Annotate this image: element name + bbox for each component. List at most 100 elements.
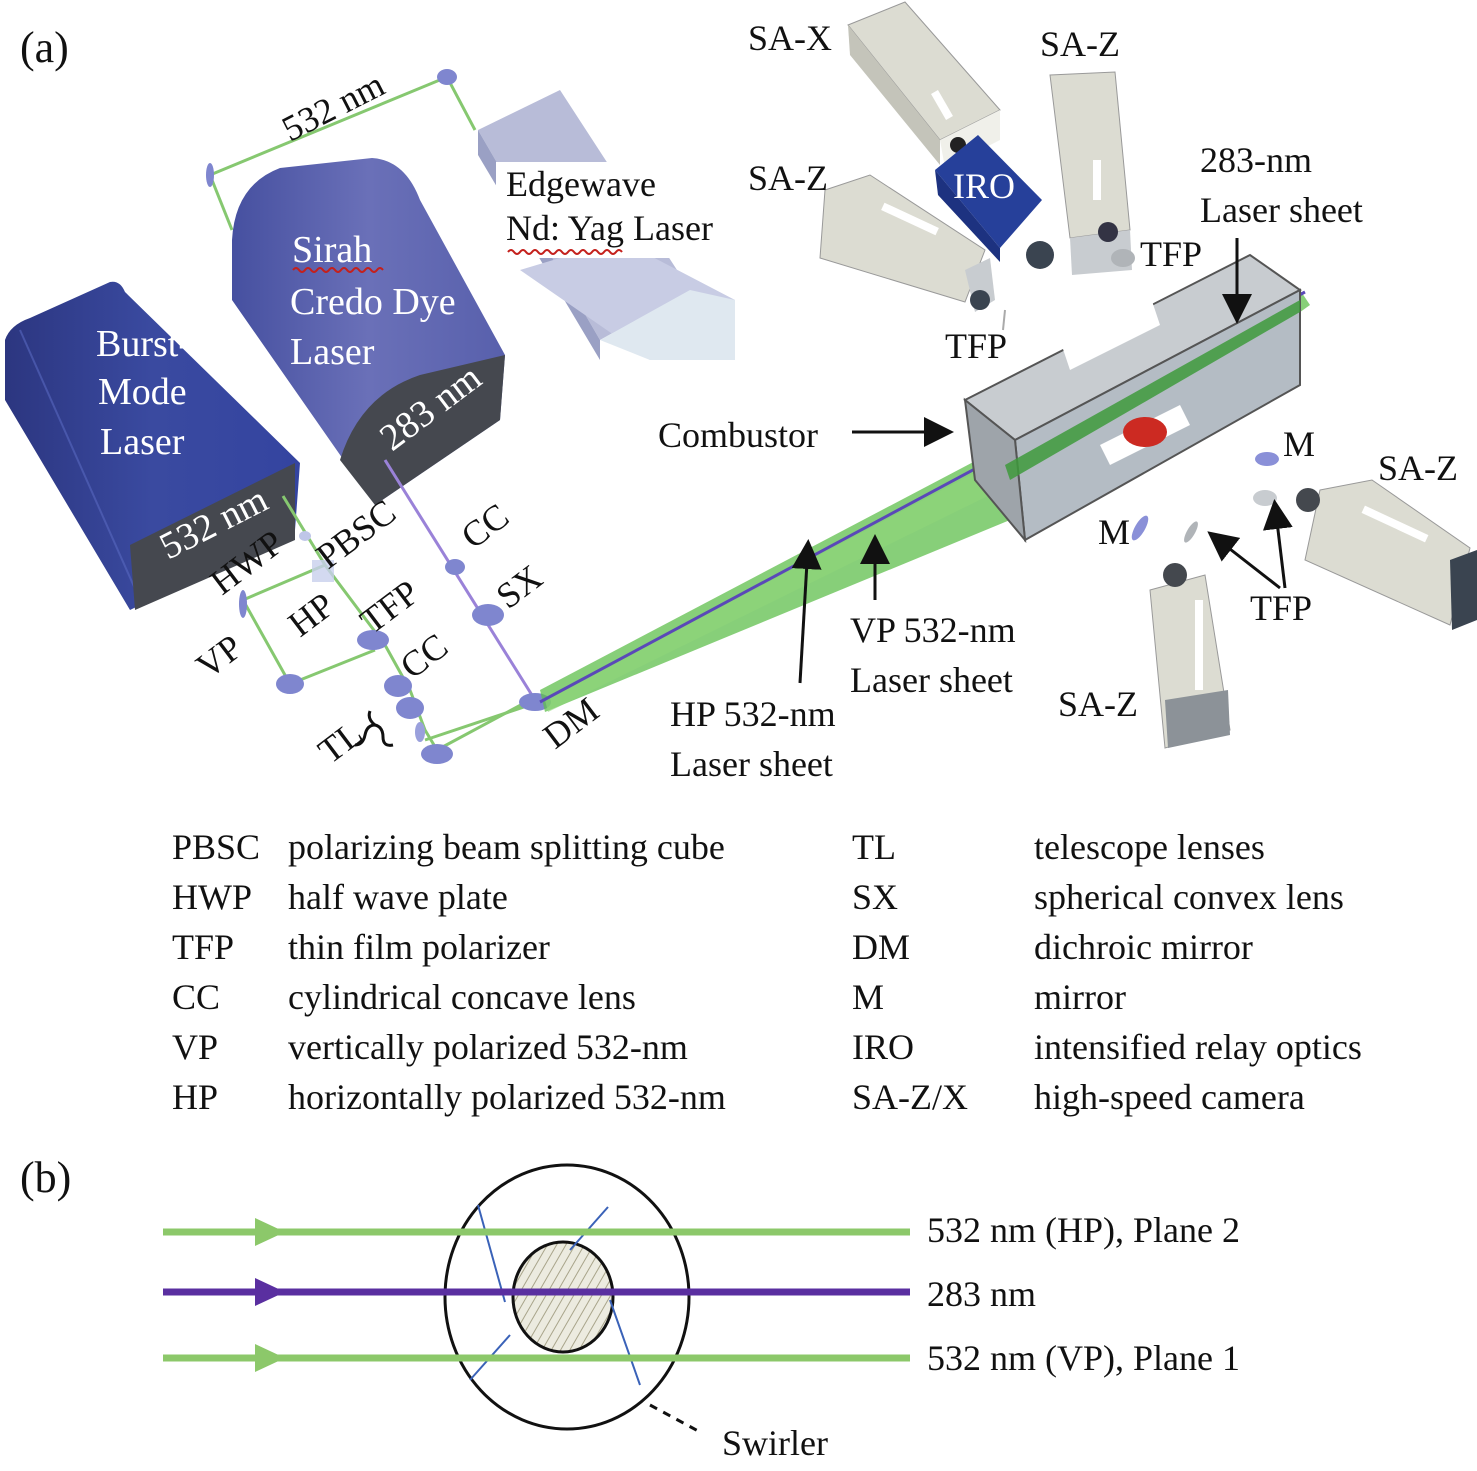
legend-abbr: TFP (172, 927, 235, 967)
sheet-hp-label-line2: Laser sheet (670, 744, 833, 784)
legend-desc: cylindrical concave lens (288, 977, 636, 1017)
camera-sa-z-bottom (1149, 563, 1231, 749)
flame-icon (1123, 417, 1167, 447)
edgewave-label-line1: Edgewave (506, 164, 656, 204)
sirah-label-line2: Credo Dye (290, 281, 456, 323)
camera-sa-z-right (1296, 479, 1477, 630)
cam-sa-z-right-label: SA-Z (1378, 448, 1458, 488)
cam-sa-z-left-label: SA-Z (748, 158, 828, 198)
tfp-icon (1184, 521, 1198, 543)
legend-desc: horizontally polarized 532-nm (288, 1077, 726, 1117)
legend-desc: dichroic mirror (1034, 927, 1253, 967)
legend-abbr: SX (852, 877, 899, 917)
sheet-283-label-line1: 283-nm (1200, 140, 1312, 180)
sheet-vp-label-line1: VP 532-nm (850, 610, 1016, 650)
legend-abbr: VP (172, 1027, 219, 1067)
camera-sa-z-top (1049, 71, 1132, 275)
legend-desc: thin film polarizer (288, 927, 550, 967)
sheet-hp-arrow (791, 539, 822, 684)
lens-icon (1098, 222, 1118, 242)
label-hp: HP (281, 585, 342, 645)
legend-desc: telescope lenses (1034, 827, 1265, 867)
mirror-icon (276, 674, 304, 694)
legend-abbr: DM (852, 927, 911, 967)
tfp-icon (1253, 490, 1277, 506)
m-upper-label: M (1283, 424, 1315, 464)
lens-icon (1296, 488, 1320, 512)
legend-desc: polarizing beam splitting cube (288, 827, 725, 867)
lens-icon (970, 290, 990, 310)
beam-label-vp: 532 nm (VP), Plane 1 (927, 1338, 1240, 1378)
burst-label-line2: Mode (98, 371, 187, 413)
panel-a-label: (a) (20, 23, 69, 72)
tfp-icon (1002, 309, 1006, 331)
legend-abbr: HWP (172, 877, 252, 917)
label-vp: VP (189, 627, 250, 687)
legend-abbr: PBSC (172, 827, 261, 867)
tfp-top-left-label: TFP (945, 326, 1007, 366)
tfp-arrow (1262, 499, 1293, 589)
combustor (963, 253, 1302, 544)
edgewave-laser (478, 90, 746, 360)
m-lower-label: M (1098, 512, 1130, 552)
label-tfp: TFP (353, 572, 427, 641)
legend-abbr: SA-Z/X (852, 1077, 968, 1117)
mirror-icon (1131, 515, 1149, 541)
spellcheck-underline (507, 249, 623, 255)
pump-beam-path (206, 69, 477, 231)
swirler-label: Swirler (722, 1423, 828, 1463)
beam-arrow-icon (255, 1344, 285, 1372)
swirler-leader-line (649, 1403, 701, 1434)
legend-abbr: M (852, 977, 885, 1017)
label-cc-1: CC (454, 496, 516, 557)
beam-label-hp: 532 nm (HP), Plane 2 (927, 1210, 1240, 1250)
cam-sa-x-label: SA-X (748, 18, 832, 58)
swirler (443, 1163, 691, 1431)
legend-desc: half wave plate (288, 877, 508, 917)
optics (239, 531, 551, 764)
tfp-arrow (1207, 531, 1281, 590)
tfp-top-right-label: TFP (1140, 234, 1202, 274)
sheet-hp-label-line1: HP 532-nm (670, 694, 836, 734)
beam-label-283: 283 nm (927, 1274, 1036, 1314)
pbsc-icon (312, 560, 334, 582)
beam-arrow-icon (255, 1278, 285, 1306)
pump-beam-label: 532 nm (275, 64, 390, 149)
iro-unit (935, 135, 1054, 269)
cam-sa-z-top-label: SA-Z (1040, 24, 1120, 64)
cam-sa-z-bottom-label: SA-Z (1058, 684, 1138, 724)
legend-desc: vertically polarized 532-nm (288, 1027, 688, 1067)
swirler-vane (609, 1299, 641, 1386)
sheet-283-label-line2: Laser sheet (1200, 190, 1363, 230)
legend-abbr: CC (172, 977, 221, 1017)
mirror-icon (206, 163, 214, 187)
telescope-lens-icon (415, 722, 425, 742)
spellcheck-underline (292, 267, 384, 273)
iro-label: IRO (953, 166, 1015, 206)
sirah-label-line1: Sirah (292, 229, 372, 271)
beam-arrow-icon (255, 1218, 285, 1246)
sx-lens-icon (472, 604, 504, 626)
label-tl: TL (311, 713, 370, 771)
legend-desc: intensified relay optics (1034, 1027, 1362, 1067)
legend-desc: high-speed camera (1034, 1077, 1305, 1117)
lens-icon (1163, 563, 1187, 587)
label-pbsc: PBSC (309, 491, 403, 576)
legend-abbr: IRO (852, 1027, 914, 1067)
camera-sa-z-left (819, 174, 995, 312)
telescope-lens-icon (396, 697, 424, 719)
sirah-label-line3: Laser (290, 331, 375, 373)
burst-label-line3: Laser (100, 421, 185, 463)
camera-sa-x (847, 1, 1001, 168)
lens-icon (1026, 241, 1054, 269)
tl-bracket (354, 710, 394, 747)
beam-lines (163, 1218, 910, 1372)
legend-desc: mirror (1034, 977, 1126, 1017)
combustor-label: Combustor (658, 415, 818, 455)
hwp-icon (299, 531, 311, 541)
mirror-icon (1255, 452, 1279, 466)
legend-abbr: TL (852, 827, 896, 867)
burst-mode-laser (5, 281, 300, 610)
edgewave-label-line2: Nd: Yag Laser (506, 208, 713, 248)
